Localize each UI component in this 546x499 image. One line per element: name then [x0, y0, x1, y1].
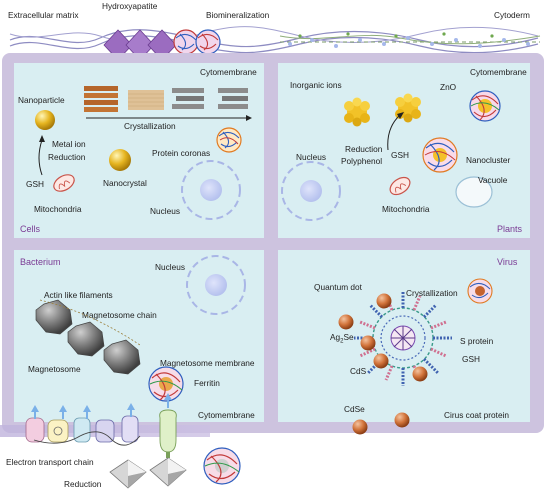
plants-nucleus-core: [300, 180, 322, 202]
plants-mitochondria-icon: [389, 176, 411, 196]
top-nanocluster: [173, 29, 221, 55]
cells-nucleus-core: [200, 179, 222, 201]
electron-transport-section: Electron transport chain Reduction: [0, 393, 241, 489]
ag2se-label: Ag2Se: [330, 332, 354, 345]
cells-mitochondria-label: Mitochondria: [34, 204, 82, 214]
protein-coronas-label: Protein coronas: [152, 148, 210, 158]
magnetosome-chain: [35, 299, 141, 375]
bacterium-panel: [14, 250, 264, 422]
plants-mitochondria-label: Mitochondria: [382, 204, 430, 214]
metal-ion-label: Metal ion: [52, 139, 86, 149]
cells-mitochondria-icon: [53, 174, 75, 192]
nanoparticle-label: Nanoparticle: [18, 95, 65, 105]
cells-title: Cells: [20, 224, 41, 234]
virus-gsh-label: GSH: [462, 354, 480, 364]
nanocrystal-label: Nanocrystal: [103, 178, 147, 188]
protein-corona-icon: [216, 127, 242, 153]
plants-nanocluster-icon: [422, 137, 458, 173]
ferritin-icon: [148, 366, 184, 402]
cells-reduction-arrow: [38, 139, 43, 176]
plants-reduction-arrow: [387, 114, 401, 151]
plants-nucleus-envelope: [281, 161, 341, 221]
vacuole-label: Vacuole: [478, 175, 508, 185]
ag2se-subscript: 2: [340, 339, 344, 345]
coat-protein-label: Cirus coat protein: [444, 410, 509, 420]
magnetosome-chain-label: Magnetosome chain: [82, 310, 157, 320]
magnetosome-membrane-label: Magnetosome membrane: [160, 358, 255, 368]
biomineralization-label: Biomineralization: [206, 10, 270, 20]
actin-filaments-label: Actin like filaments: [44, 290, 113, 300]
quantum-dot-particles: [338, 293, 428, 435]
nanoparticle-gold: [35, 110, 55, 130]
bottom-octahedra: [109, 457, 187, 489]
s-protein-label: S protein: [460, 336, 494, 346]
bacterium-nucleus-envelope: [186, 255, 246, 315]
bacterium-nucleus-core: [205, 274, 227, 296]
plants-cytomembrane-label: Cytomembrane: [470, 67, 527, 77]
plants-reduction-label: Reduction: [345, 144, 383, 154]
zno-nanocluster-icon: [469, 90, 501, 122]
plants-title: Plants: [497, 224, 523, 234]
inorganic-ion-cluster-2: [395, 93, 421, 123]
ferritin-label: Ferritin: [194, 378, 220, 388]
virus-crystal-nanocluster-icon: [467, 278, 493, 304]
cells-nucleus-label: Nucleus: [150, 206, 180, 216]
bacterium-title: Bacterium: [20, 257, 61, 267]
extracellular-matrix-label: Extracellular matrix: [8, 10, 79, 20]
bacterium-cytomembrane-label: Cytomembrane: [198, 410, 255, 420]
cells-gsh-label: GSH: [26, 179, 44, 189]
plants-nucleus-label: Nucleus: [296, 152, 326, 162]
electron-arrows: [31, 393, 172, 419]
electron-transport-proteins: [25, 409, 177, 458]
cds-label: CdS: [350, 366, 367, 376]
inorganic-ion-cluster-1: [344, 97, 370, 127]
virus-title: Virus: [497, 257, 518, 267]
zno-label: ZnO: [440, 82, 457, 92]
plants-section: Cytomembrane Inorganic ions ZnO Reductio…: [281, 67, 527, 234]
cells-section: Cytomembrane Nanoparticle Crystallizatio…: [18, 67, 257, 234]
hydroxyapatite-label: Hydroxyapatite: [102, 1, 158, 11]
magnetosome-label: Magnetosome: [28, 364, 81, 374]
cells-nucleus-envelope: [181, 160, 241, 220]
top-membrane-strip: Extracellular matrix Hydroxyapatite Biom…: [8, 1, 541, 61]
bottom-reduction-label: Reduction: [64, 479, 102, 489]
quantum-dot-label: Quantum dot: [314, 282, 363, 292]
cells-cytomembrane-label: Cytomembrane: [200, 67, 257, 77]
crystallization-stacks: [84, 86, 248, 112]
cdse-label: CdSe: [344, 404, 365, 414]
virus-crystallization-label: Crystallization: [406, 288, 458, 298]
bacterium-section: Bacterium Nucleus Actin like filaments M…: [20, 255, 255, 420]
inorganic-ions-label: Inorganic ions: [290, 80, 342, 90]
ag2se-tail: Se: [344, 332, 355, 342]
cells-reduction-label: Reduction: [48, 152, 86, 162]
cytoderm-label: Cytoderm: [494, 10, 530, 20]
nanocrystal-gold: [109, 149, 131, 171]
crystallization-label: Crystallization: [124, 121, 176, 131]
virus-section: Virus Quantum dot Crystallization: [314, 257, 518, 435]
bacterium-nucleus-label: Nucleus: [155, 262, 185, 272]
nanocluster-label: Nanocluster: [466, 155, 511, 165]
ag2se-base: Ag: [330, 332, 341, 342]
vacuole-shape: [455, 176, 493, 208]
bottom-nanocluster-icon: [203, 447, 241, 485]
plants-gsh-label: GSH: [391, 150, 409, 160]
electron-transport-chain-label: Electron transport chain: [6, 457, 94, 467]
polyphenol-label: Polyphenol: [341, 156, 382, 166]
